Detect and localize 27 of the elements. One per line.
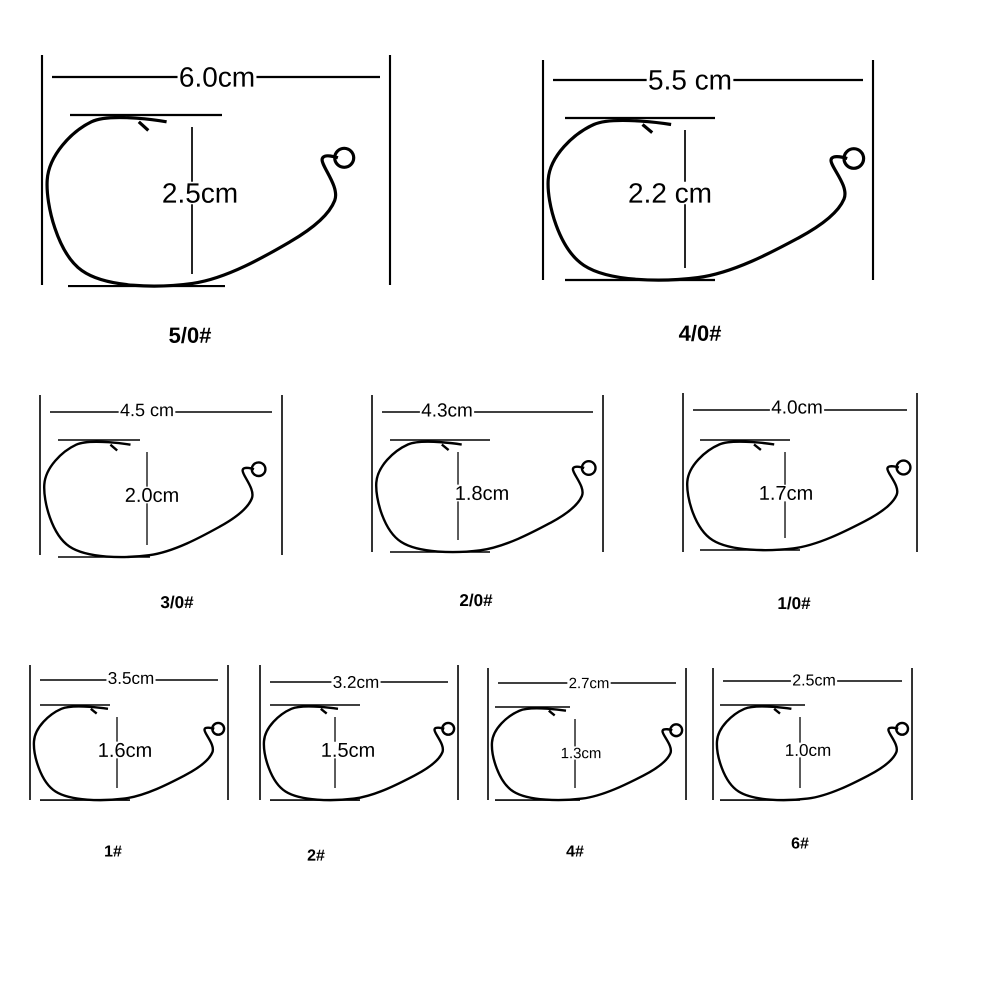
size-label: 4/0#	[678, 324, 722, 342]
size-label: 2#	[308, 849, 325, 861]
size-label: 4#	[566, 846, 584, 857]
dimension-label: 2.7cm	[567, 676, 611, 690]
size-label: 6#	[792, 837, 809, 849]
size-label: 5/0#	[169, 326, 212, 344]
dimension-label: 4.3cm	[420, 402, 474, 418]
dimension-label: 2.0cm	[123, 486, 181, 504]
dimension-label: 2.5cm	[160, 182, 240, 204]
dimension-label: 1.6cm	[96, 742, 154, 758]
dimension-label: 3.5cm	[106, 670, 156, 686]
dimension-label: 1.0cm	[783, 742, 833, 758]
dimension-label: 1.5cm	[319, 742, 377, 758]
dimension-label: 6.0cm	[178, 66, 256, 88]
dimension-label: 2.2 cm	[626, 182, 714, 204]
size-label: 1#	[105, 846, 122, 857]
size-label: 2/0#	[460, 594, 492, 606]
dimension-label: 1.8cm	[453, 484, 511, 502]
dimension-label: 1.7cm	[757, 484, 815, 502]
dimension-label: 4.5 cm	[118, 402, 176, 418]
size-label: 3/0#	[160, 596, 194, 608]
dimension-label: 3.2cm	[331, 674, 381, 690]
dimension-label: 1.3cm	[559, 746, 603, 760]
size-label: 1/0#	[778, 596, 810, 610]
dimension-label: 4.0cm	[770, 398, 824, 416]
dimension-label: 2.5cm	[790, 673, 838, 687]
dimension-label: 5.5 cm	[646, 68, 734, 92]
